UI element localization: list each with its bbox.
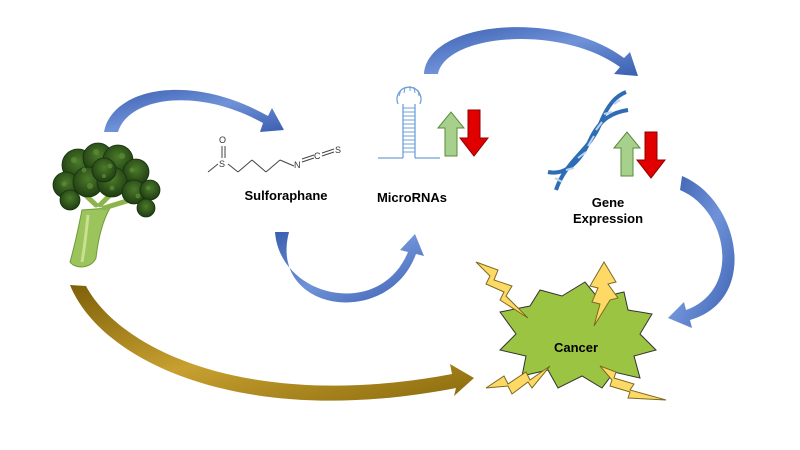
lightning-bolt-icon: [485, 365, 551, 395]
up-arrow-icon: [612, 131, 642, 177]
label-expression: Expression: [572, 211, 644, 226]
down-arrow-icon: [458, 109, 490, 157]
atom-nitrogen: N: [294, 160, 301, 170]
down-arrow-icon: [635, 131, 667, 179]
arrow-broccoli-to-cancer: [70, 285, 474, 401]
label-cancer: Cancer: [553, 340, 599, 355]
arrow-broccoli-to-sulforaphane: [104, 89, 284, 132]
arrow-sulforaphane-to-micrornas: [275, 232, 424, 303]
dna-helix-icon: [547, 90, 629, 191]
sulforaphane-structure-icon: [207, 146, 335, 173]
broccoli-icon: [52, 142, 161, 268]
lightning-bolt-icon: [589, 261, 619, 327]
arrow-micrornas-to-gene: [424, 27, 638, 76]
atom-thio-sulfur: S: [335, 145, 341, 155]
atom-oxygen: O: [219, 135, 226, 145]
atom-carbon: C: [314, 151, 321, 161]
arrow-gene-to-cancer: [668, 176, 735, 328]
label-sulforaphane: Sulforaphane: [244, 188, 328, 203]
lightning-bolt-icon: [599, 365, 667, 401]
up-arrow-icon: [436, 111, 466, 157]
microrna-hairpin-icon: [378, 86, 440, 159]
lightning-bolt-icon: [475, 261, 529, 319]
label-micrornas: MicroRNAs: [376, 190, 448, 205]
cancer-burst-icon: [499, 281, 657, 389]
label-gene: Gene: [591, 195, 625, 210]
atom-sulfur: S: [219, 159, 225, 169]
